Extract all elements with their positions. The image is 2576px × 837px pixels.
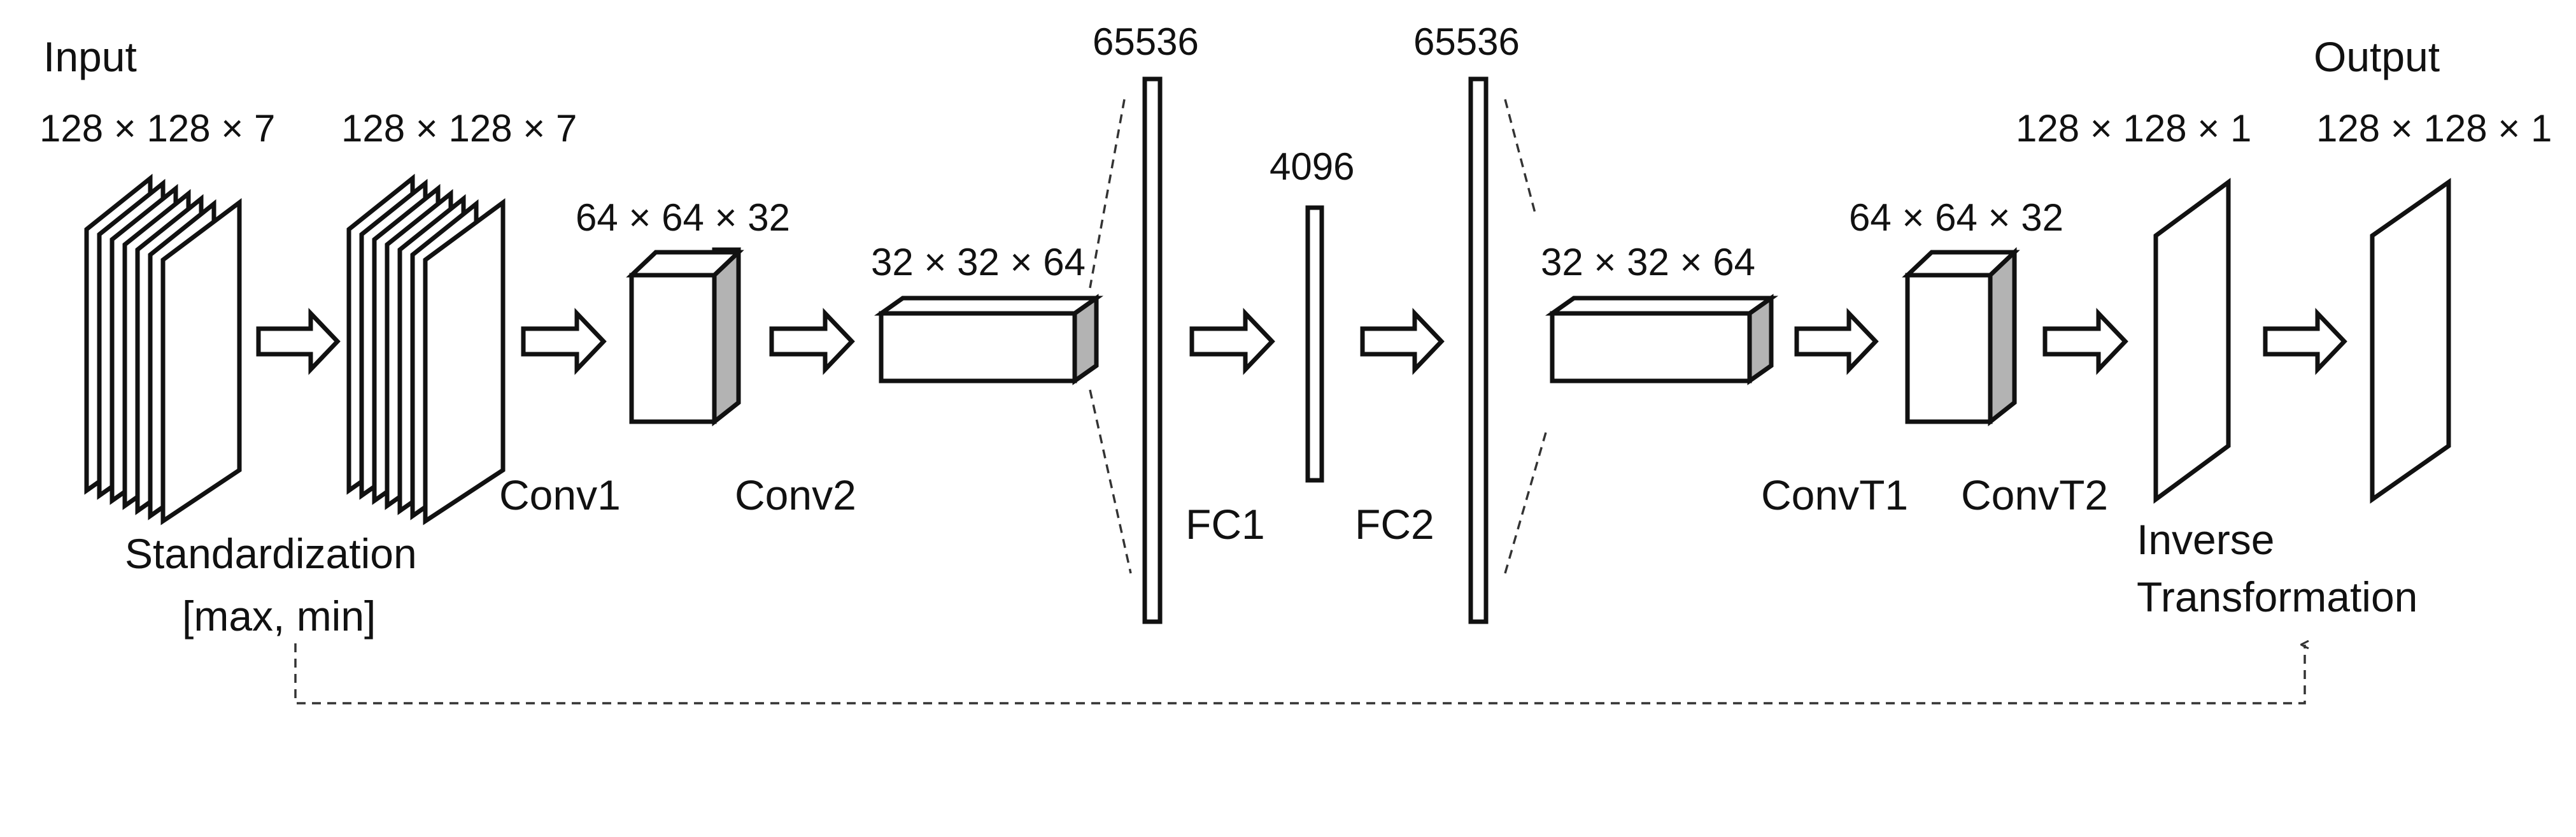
flow-arrow-5 (1360, 308, 1445, 375)
standardized-image-stack (346, 173, 506, 526)
input-image-stack (84, 173, 242, 526)
transformation-label: Transformation (2137, 573, 2417, 620)
convt1-label: ConvT1 (1761, 471, 1908, 519)
fc-hidden-vector (1305, 205, 1324, 483)
convt1-feature-map (1902, 247, 2020, 427)
projection-line-bottom-left (1089, 389, 1132, 574)
fc2-label: FC2 (1355, 501, 1434, 548)
fc-input-vector (1142, 76, 1163, 624)
standardized-dims: 128 × 128 × 7 (341, 107, 577, 150)
flow-arrow-8 (2263, 308, 2347, 375)
output-dims: 128 × 128 × 1 (2316, 107, 2552, 150)
projection-line-top-left (1089, 99, 1126, 289)
conv1-dims: 64 × 64 × 32 (576, 196, 790, 239)
input-label: Input (43, 33, 137, 80)
flow-arrow-3 (769, 308, 855, 375)
flow-arrow-2 (521, 308, 607, 375)
fc-output-dims: 65536 (1413, 20, 1520, 63)
standardization-label: Standardization (125, 530, 417, 577)
skip-connection-line (294, 643, 2305, 705)
output-label: Output (2314, 33, 2440, 80)
convt1-dims: 64 × 64 × 32 (1849, 196, 2063, 239)
standardization-range-label: [max, min] (182, 592, 376, 640)
convt2-dims: 128 × 128 × 1 (2016, 107, 2251, 150)
output-plane (2370, 178, 2451, 504)
flow-arrow-7 (2042, 308, 2128, 375)
fc-input-dims: 65536 (1093, 20, 1199, 63)
conv1-label: Conv1 (499, 471, 621, 519)
inverse-label: Inverse (2137, 516, 2274, 563)
input-dims: 128 × 128 × 7 (39, 107, 275, 150)
fc-output-vector (1468, 76, 1489, 624)
reshape-dims: 32 × 32 × 64 (1541, 241, 1755, 283)
projection-line-top-right (1504, 99, 1537, 216)
projection-line-bottom-right (1504, 427, 1548, 574)
fc-hidden-dims: 4096 (1270, 145, 1354, 188)
convt2-label: ConvT2 (1961, 471, 2108, 519)
conv2-dims: 32 × 32 × 64 (871, 241, 1086, 283)
flow-arrow-1 (256, 308, 341, 375)
convt2-output-plane (2153, 178, 2231, 504)
conv2-feature-map (874, 294, 1104, 385)
reshape-feature-map (1545, 294, 1779, 385)
flow-arrow-6 (1794, 308, 1879, 375)
flow-arrow-4 (1189, 308, 1275, 375)
conv2-label: Conv2 (735, 471, 856, 519)
conv1-feature-map (626, 247, 744, 427)
fc1-label: FC1 (1185, 501, 1265, 548)
